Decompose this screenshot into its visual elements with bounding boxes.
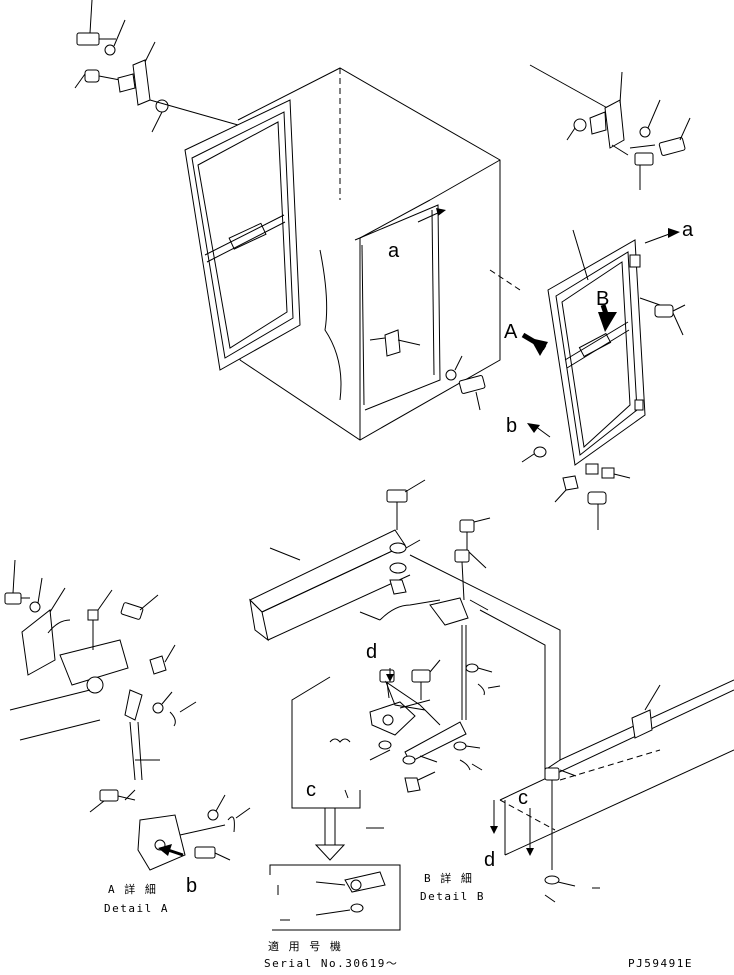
caption-serial-jp: 適 用 号 機 xyxy=(268,939,342,953)
cab-body xyxy=(237,67,521,441)
caption-detail-b-en: Detail B xyxy=(420,890,485,903)
leader-hinge-r xyxy=(529,64,621,116)
caption-detail-b-jp: B 詳 細 xyxy=(424,871,473,885)
label-view-b: B xyxy=(596,288,609,310)
detail-a-assembly xyxy=(4,559,251,871)
label-view-a: A xyxy=(504,321,518,343)
caption-serial-en: Serial No.30619～ xyxy=(264,957,398,970)
cab-door-opening xyxy=(354,204,441,411)
label-ref-b-door: b xyxy=(506,415,517,437)
drawing-number: PJ59491E xyxy=(628,957,693,970)
label-ref-c-detail: c xyxy=(306,779,316,801)
detail-b-assembly xyxy=(249,479,501,793)
caption-detail-a-en: Detail A xyxy=(104,902,169,915)
door-small-parts xyxy=(445,229,686,530)
hinge-assembly-left xyxy=(74,0,239,133)
label-ref-d-detail: d xyxy=(366,641,377,663)
left-door xyxy=(184,99,301,371)
label-ref-d-frame: d xyxy=(484,849,495,871)
label-ref-a-door: a xyxy=(682,219,694,241)
hinge-assembly-right xyxy=(566,71,691,190)
label-ref-a-cab: a xyxy=(388,240,400,262)
caption-detail-a-jp: A 詳 細 xyxy=(108,882,157,896)
frame-structure xyxy=(344,554,734,903)
right-door xyxy=(547,239,646,466)
view-arrows xyxy=(417,208,680,438)
label-ref-b-detail: b xyxy=(186,875,197,897)
detail-c-box xyxy=(269,676,401,931)
label-ref-c-frame: c xyxy=(518,787,528,809)
